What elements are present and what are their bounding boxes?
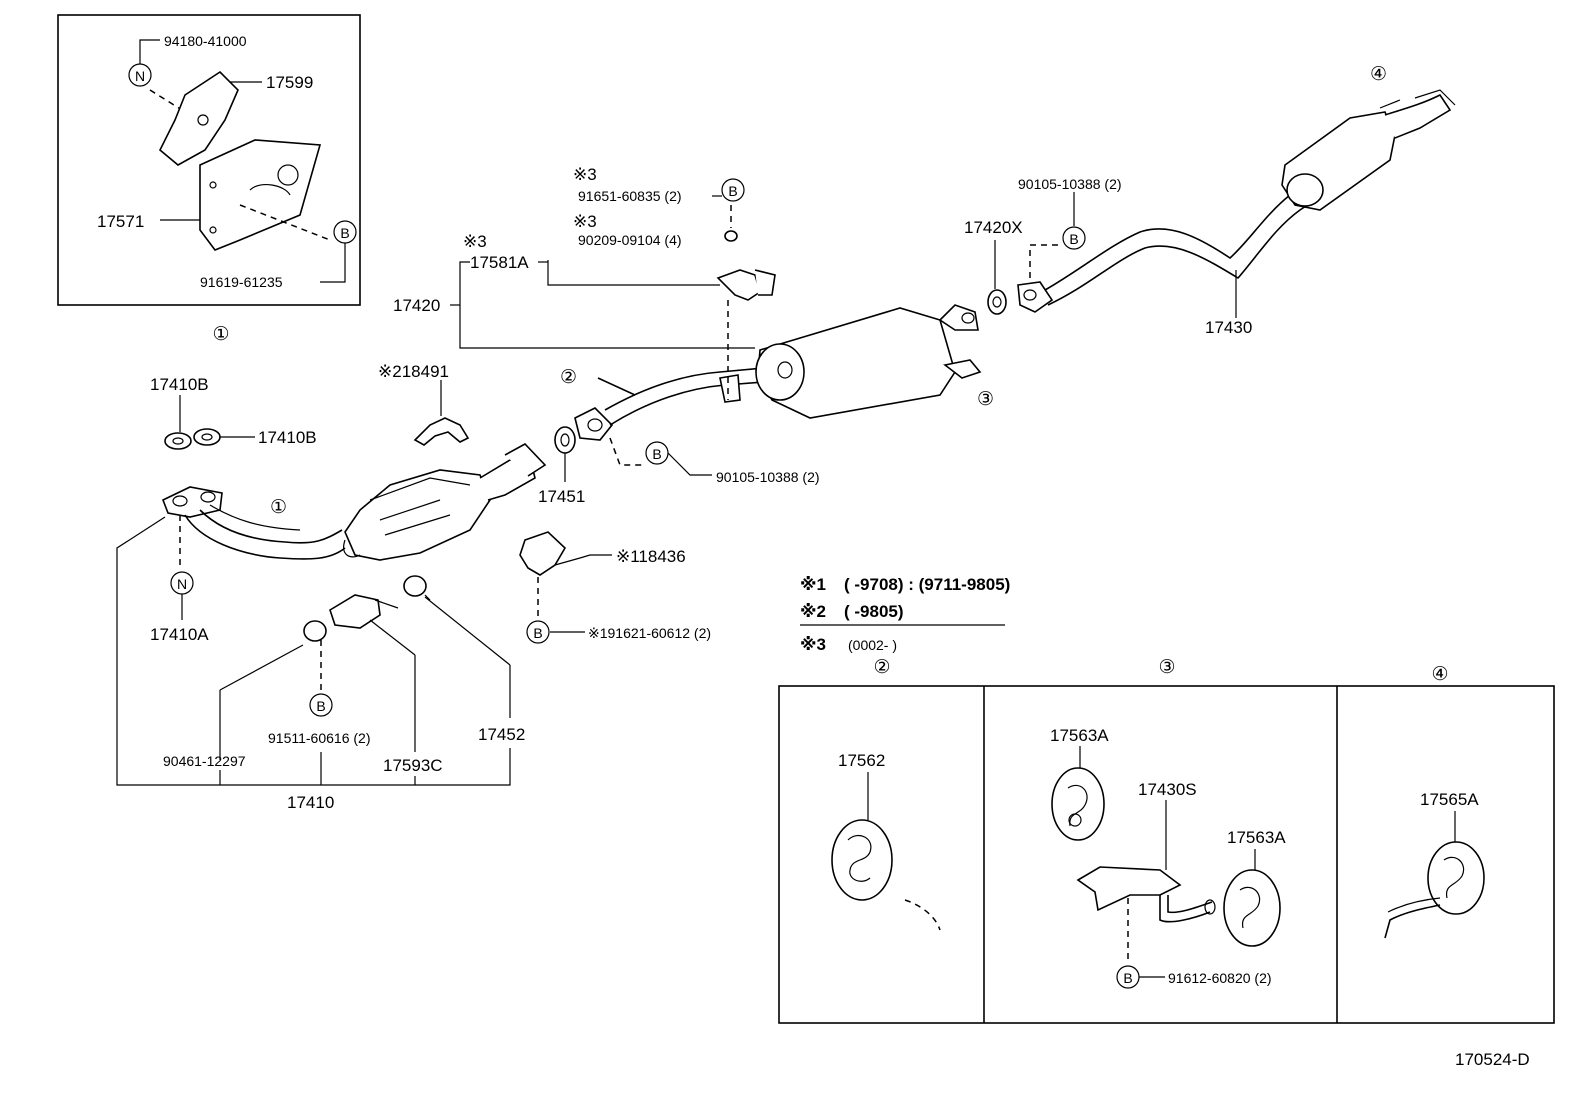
detail-frame bbox=[778, 685, 1555, 1024]
inset-17571-label: 17571 bbox=[97, 212, 144, 231]
note3-c: ※3 bbox=[463, 232, 487, 251]
note2-text: ( -9805) bbox=[844, 602, 904, 621]
note1-text: ( -9708) : (9711-9805) bbox=[844, 575, 1010, 594]
label-17451: 17451 bbox=[538, 487, 585, 506]
detail-17430s-label: 17430S bbox=[1138, 780, 1197, 799]
label-17452: 17452 bbox=[478, 725, 525, 744]
label-17581a: 17581A bbox=[470, 253, 529, 272]
lower-b-marker: B bbox=[316, 698, 325, 714]
rubber-mount-17563a-right bbox=[1223, 869, 1281, 947]
detail-17563a-top-label: 17563A bbox=[1050, 726, 1109, 745]
inset-frame bbox=[57, 14, 361, 306]
label-17420x: 17420X bbox=[964, 218, 1023, 237]
label-17410b-side: 17410B bbox=[258, 428, 317, 447]
note3-text: (0002- ) bbox=[848, 637, 897, 653]
note3-b: ※3 bbox=[573, 212, 597, 231]
oxygen-sensor bbox=[329, 594, 381, 629]
label-17410b-top: 17410B bbox=[150, 375, 209, 394]
bracket-17430s bbox=[1076, 866, 1182, 912]
notes-legend: ※1 ( -9708) : (9711-9805) ※2 ( -9805) ※3… bbox=[800, 575, 1010, 654]
inset-bracket-detail: N 94180-41000 17599 17571 B 91619-61235 bbox=[57, 14, 361, 306]
rubber-mount-17563a-top bbox=[1051, 767, 1105, 841]
front-n-marker: N bbox=[177, 576, 187, 592]
inset-b-marker: B bbox=[340, 225, 349, 241]
catalytic-converter bbox=[344, 469, 491, 561]
rubber-mount-17565a bbox=[1427, 841, 1485, 915]
note1-mark: ※1 bbox=[800, 575, 826, 594]
label-17420: 17420 bbox=[393, 296, 440, 315]
detail-ref-3: ③ bbox=[1158, 657, 1175, 678]
label-218491: ※218491 bbox=[378, 362, 449, 381]
hanger-18436 bbox=[519, 531, 567, 576]
label-91621: ※191621-60612 (2) bbox=[588, 625, 711, 641]
front-pipe-ref: ① bbox=[270, 497, 287, 518]
heat-insulator-18491 bbox=[413, 417, 470, 446]
label-90105-mid: 90105-10388 (2) bbox=[716, 469, 820, 485]
note3-a: ※3 bbox=[573, 165, 597, 184]
label-90461: 90461-12297 bbox=[163, 753, 246, 769]
label-118436: ※118436 bbox=[616, 547, 686, 566]
mid-b-marker: B bbox=[652, 446, 661, 462]
bracket-17599-shape bbox=[159, 70, 239, 166]
inset-ref-mark: ① bbox=[212, 324, 229, 345]
label-17410a: 17410A bbox=[150, 625, 209, 644]
rubber-mount-17562 bbox=[831, 819, 893, 901]
inset-bolt-n-label: 94180-41000 bbox=[164, 33, 247, 49]
note3-mark: ※3 bbox=[800, 635, 826, 654]
detail-b-marker: B bbox=[1123, 970, 1132, 986]
detail-17563a-right-label: 17563A bbox=[1227, 828, 1286, 847]
ref-mark-3: ③ bbox=[977, 389, 994, 410]
detail-bolt-label: 91612-60820 (2) bbox=[1168, 970, 1272, 986]
ref-mark-4: ④ bbox=[1370, 64, 1387, 85]
label-91651: 91651-60835 (2) bbox=[578, 188, 682, 204]
label-17593c: 17593C bbox=[383, 756, 443, 775]
detail-ref-4: ④ bbox=[1431, 664, 1448, 685]
detail-boxes: ② ③ ④ 17562 17563A 17430S B 91612-60820 … bbox=[778, 657, 1555, 1024]
detail-ref-2: ② bbox=[873, 657, 890, 678]
front-flange bbox=[161, 486, 223, 518]
label-17410: 17410 bbox=[287, 793, 334, 812]
top-b-marker: B bbox=[728, 183, 737, 199]
label-91511: 91511-60616 (2) bbox=[268, 730, 370, 746]
center-pipe-assembly: 17451 ② B 90105-10388 (2) ③ ※118436 B ※1… bbox=[393, 165, 994, 644]
inset-n-marker: N bbox=[135, 68, 145, 84]
tail-pipe-assembly: 17420X B 90105-10388 (2) 17430 ④ bbox=[964, 64, 1456, 337]
label-90105-top: 90105-10388 (2) bbox=[1018, 176, 1122, 192]
bracket-17571-shape bbox=[199, 139, 322, 251]
inset-bolt-b-label: 91619-61235 bbox=[200, 274, 283, 290]
hanger-b-marker: B bbox=[533, 625, 542, 641]
figure-code: 170524-D bbox=[1455, 1050, 1530, 1069]
label-90209: 90209-09104 (4) bbox=[578, 232, 682, 248]
detail-17562-label: 17562 bbox=[838, 751, 885, 770]
detail-17565a-label: 17565A bbox=[1420, 790, 1479, 809]
inset-17599-label: 17599 bbox=[266, 73, 313, 92]
right-b-marker: B bbox=[1069, 231, 1078, 247]
ref-mark-2: ② bbox=[560, 367, 577, 388]
front-pipe-assembly: 17410B 17410B ① ※218491 N 17410A bbox=[116, 362, 547, 812]
note2-mark: ※2 bbox=[800, 602, 826, 621]
label-17430: 17430 bbox=[1205, 318, 1252, 337]
